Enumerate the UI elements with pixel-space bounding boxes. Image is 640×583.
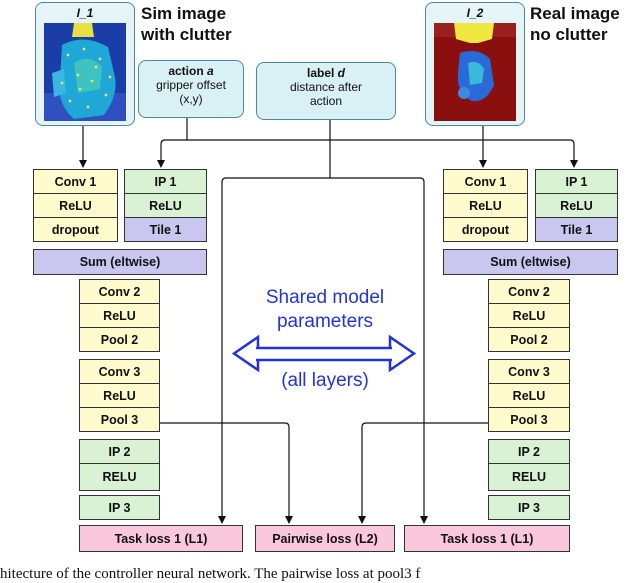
left-task-loss: Task loss 1 (L1)	[79, 525, 243, 552]
right-conv2-layer: Conv 2	[488, 279, 570, 304]
left-pool2-layer: Pool 2	[79, 327, 160, 352]
real-image-picture	[434, 23, 516, 121]
left-conv2-layer: Conv 2	[79, 279, 160, 304]
right-conv1-relu-layer: ReLU	[443, 193, 528, 218]
left-ip2-relu-layer: RELU	[79, 463, 160, 491]
left-ip1-layer: IP 1	[124, 169, 207, 194]
left-image-caption: Sim image with clutter	[141, 4, 232, 44]
left-ip1-relu-layer: ReLU	[124, 193, 207, 218]
left-sum-layer: Sum (eltwise)	[33, 249, 207, 275]
right-image-label: I_2	[466, 6, 484, 20]
sim-image-picture	[44, 23, 126, 121]
right-ip1-layer: IP 1	[535, 169, 618, 194]
shared-parameters-note: (all layers)	[281, 370, 369, 391]
right-ip2-relu-layer: RELU	[488, 463, 570, 491]
pairwise-loss: Pairwise loss (L2)	[255, 525, 395, 552]
wire-action-to-right-ip1	[187, 139, 578, 168]
left-conv1-layer: Conv 1	[33, 169, 118, 194]
action-input-box: action a gripper offset (x,y)	[138, 60, 244, 118]
wire-label-to-right-loss	[330, 177, 428, 524]
right-conv3-layer: Conv 3	[488, 359, 570, 384]
wire-right-pool3-to-pairwise	[358, 422, 488, 524]
left-conv1-relu-layer: ReLU	[33, 193, 118, 218]
wire-label-to-left-loss	[218, 120, 331, 524]
right-tile1-layer: Tile 1	[535, 217, 618, 242]
right-pool3-layer: Pool 3	[488, 407, 570, 432]
right-conv2-relu-layer: ReLU	[488, 303, 570, 328]
right-task-loss: Task loss 1 (L1)	[404, 525, 570, 552]
left-image-thumbnail: I_1	[35, 2, 135, 126]
left-dropout-layer: dropout	[33, 217, 118, 242]
left-conv3-relu-layer: ReLU	[79, 383, 160, 408]
right-image-caption: Real image no clutter	[530, 4, 620, 44]
shared-parameters-title: Shared model parameters	[265, 287, 385, 332]
label-input-box: label d distance after action	[256, 62, 396, 120]
left-conv2-relu-layer: ReLU	[79, 303, 160, 328]
right-conv3-relu-layer: ReLU	[488, 383, 570, 408]
left-ip2-layer: IP 2	[79, 439, 160, 464]
right-sum-layer: Sum (eltwise)	[443, 249, 618, 275]
shared-arrow-left-head	[231, 334, 260, 373]
left-pool3-layer: Pool 3	[79, 407, 160, 432]
right-ip3-layer: IP 3	[488, 495, 570, 520]
right-image-thumbnail: I_2	[425, 2, 525, 126]
right-ip1-relu-layer: ReLU	[535, 193, 618, 218]
right-dropout-layer: dropout	[443, 217, 528, 242]
shared-arrow-right-head	[388, 334, 417, 373]
wire-left-pool3-to-pairwise	[160, 422, 293, 524]
left-ip3-layer: IP 3	[79, 495, 160, 520]
right-pool2-layer: Pool 2	[488, 327, 570, 352]
right-ip2-layer: IP 2	[488, 439, 570, 464]
figure-caption-fragment: hitecture of the controller neural netwo…	[0, 566, 421, 582]
right-conv1-layer: Conv 1	[443, 169, 528, 194]
left-tile1-layer: Tile 1	[124, 217, 207, 242]
left-conv3-layer: Conv 3	[79, 359, 160, 384]
left-image-label: I_1	[76, 6, 94, 20]
wire-action-to-left-ip1	[157, 118, 188, 168]
